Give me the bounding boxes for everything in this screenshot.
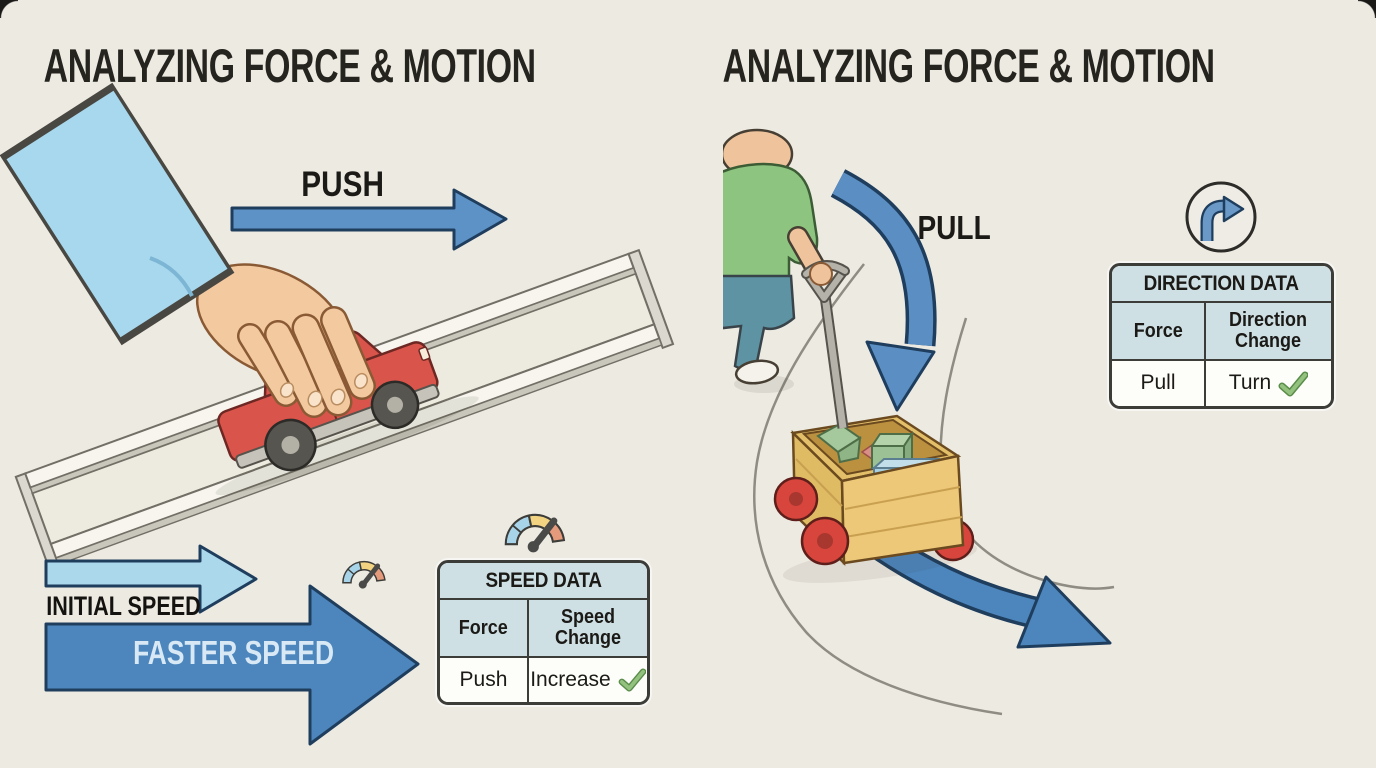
speed-table-header-row: Force Speed Change [440,600,647,658]
initial-speed-label: INITIAL SPEED [46,591,202,621]
direction-table-value-row: Pull Turn [1112,361,1331,406]
rounded-corner-mask [1358,0,1376,18]
wagon-handle [801,260,850,429]
direction-table-header-row: Force Direction Change [1112,303,1331,361]
right-title-text: ANALYZING FORCE & MOTION [722,39,1216,92]
child-figure [723,128,829,393]
hand-fingers [237,306,376,418]
direction-table-change-value: Turn [1206,361,1331,406]
rounded-corner-mask [0,0,18,18]
turn-arrow-icon [1185,181,1257,253]
speed-table-change-value: Increase [529,658,647,702]
pushing-hand [0,82,376,418]
child-hand [809,262,833,286]
direction-table-col-change: Direction Change [1229,309,1308,352]
right-panel-title: ANALYZING FORCE & MOTION [619,42,1319,90]
speed-table-title: SPEED DATA [440,563,647,600]
child-pants [723,274,796,370]
faster-speed-label: FASTER SPEED [133,634,335,671]
direction-table-col-force: Force [1112,303,1206,359]
direction-table-force-value: Pull [1112,361,1206,406]
check-icon [1278,371,1309,396]
fingernails [279,372,368,408]
push-arrow [230,188,508,251]
speed-table-col-change: Speed Change [554,606,621,649]
car-headlight [418,346,431,361]
pull-label: PULL [917,209,991,246]
speed-data-table: SPEED DATA Force Speed Change Push Incre… [437,560,650,705]
speed-table-value-row: Push Increase [440,658,647,702]
toy-wagon [773,414,978,583]
pull-arrow [830,169,937,412]
push-label: PUSH [301,165,385,204]
speed-table-col-force: Force [440,600,529,656]
left-title-text: ANALYZING FORCE & MOTION [43,39,537,92]
speedometer-icon [343,562,385,589]
faster-speed-arrow [44,584,420,746]
child-shoe [734,359,780,385]
check-icon [618,668,646,692]
direction-data-table: DIRECTION DATA Force Direction Change Pu… [1109,263,1334,409]
sleeve [0,82,235,346]
initial-speed-arrow [44,544,258,614]
speedometer-icon [506,515,564,552]
speed-table-force-value: Push [440,658,529,702]
direction-table-title: DIRECTION DATA [1112,266,1331,303]
left-panel-title: ANALYZING FORCE & MOTION [0,42,640,90]
